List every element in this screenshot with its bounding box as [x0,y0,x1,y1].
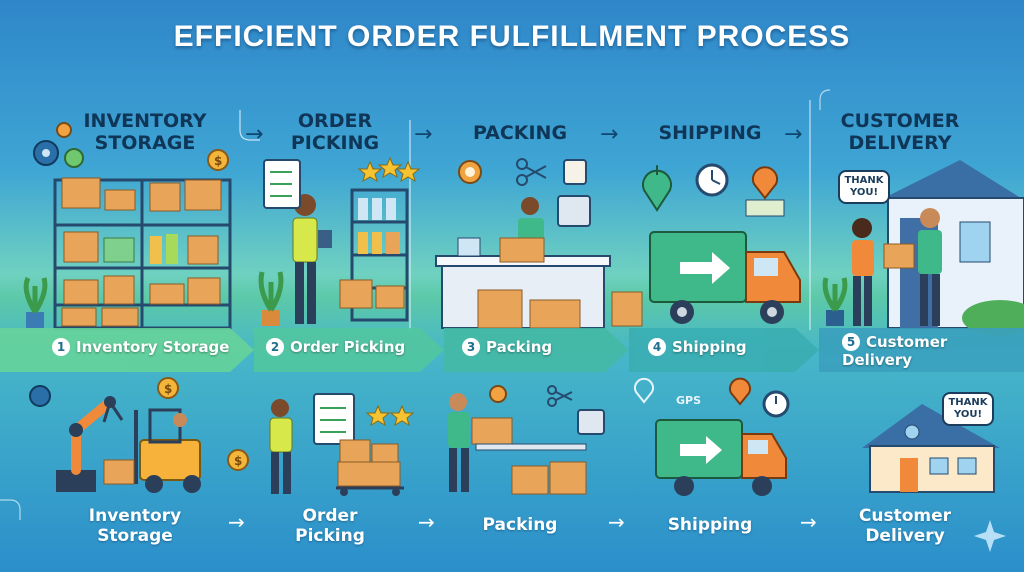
step-number: 2 [266,338,284,356]
flow-arrow-icon: → [608,510,625,534]
gps-pin-icon [642,165,672,212]
stage-title-delivery: CUSTOMER DELIVERY [840,110,960,154]
plant-icon [822,277,848,326]
picker-worker-illustration [269,399,293,494]
band-label: Packing [486,338,553,356]
step-number: 4 [648,338,666,356]
robot-arm-icon [56,396,124,492]
gear-icon [29,385,51,407]
svg-text:$: $ [214,154,222,168]
step-number: 3 [462,338,480,356]
flow-arrow-icon: → [418,510,435,534]
bottom-label-inventory: Inventory Storage [88,506,182,546]
clipboard-icon [313,393,355,445]
stage-arrow-icon: → [784,122,803,147]
band-step-2: 2 Order Picking [266,338,405,356]
star-icon [365,404,415,427]
band-label: Order Picking [290,338,406,356]
stage-title-picking: ORDER PICKING [290,110,380,154]
band-label: Customer Delivery [842,333,948,369]
map-pin-icon [745,166,785,217]
band-label: Shipping [672,338,747,356]
stage-title-packing: PACKING [472,122,568,144]
picker-worker-illustration [292,194,332,324]
flow-arrow-icon: → [800,510,817,534]
tape-icon [489,385,507,403]
bush-illustration [962,300,1024,336]
stage-arrow-icon: → [245,122,264,147]
band-step-4: 4 Shipping [648,338,747,356]
thank-you-bubble-top: THANK YOU! [838,170,890,204]
picking-rack-illustration [339,188,409,322]
clock-icon [762,390,790,418]
thank-you-bubble-bottom: THANK YOU! [942,392,994,426]
step-number: 1 [52,338,70,356]
packing-desk-illustration [435,195,611,329]
forklift-icon [103,408,201,493]
dollar-icon: $ [207,149,229,171]
plant-icon [23,276,48,328]
truck-icon [655,419,787,496]
house-icon [862,404,1000,493]
stage-title-shipping: SHIPPING [658,122,762,144]
gps-label: GPS [676,394,702,407]
band-step-3: 3 Packing [462,338,552,356]
packer-illustration [448,393,605,495]
sparkle-icon [974,520,1006,552]
bottom-label-shipping: Shipping [667,515,753,535]
plant-icon [258,271,284,326]
bottom-label-delivery: Customer Delivery [858,506,952,546]
svg-text:$: $ [234,454,242,468]
flow-arrow-icon: → [228,510,245,534]
delivery-people-illustration [852,208,942,326]
stage-title-inventory: INVENTORY STORAGE [83,110,207,154]
cart-illustration [336,439,404,496]
inventory-shelf-illustration [53,177,232,330]
step-number: 5 [842,333,860,351]
svg-text:$: $ [164,382,172,396]
dollar-icon: $ $ [157,377,249,471]
scissors-icon [547,385,573,407]
page-title: EFFICIENT ORDER FULFILLMENT PROCESS [173,20,851,53]
band-label: Inventory Storage [76,338,230,356]
star-icon [357,156,421,183]
clipboard-icon [263,159,301,209]
map-pin-icon [634,377,751,406]
stage-arrow-icon: → [414,122,433,147]
truck-icon [611,231,801,327]
tape-roll-icon [563,159,587,185]
bottom-label-picking: Order Picking [295,506,365,546]
bottom-label-packing: Packing [482,515,558,535]
scissors-icon [516,158,547,186]
clock-icon [695,163,729,197]
stage-arrow-icon: → [600,122,619,147]
tape-icon [458,160,482,184]
gear-icon [33,122,84,168]
band-step-1: 1 Inventory Storage [52,338,229,356]
